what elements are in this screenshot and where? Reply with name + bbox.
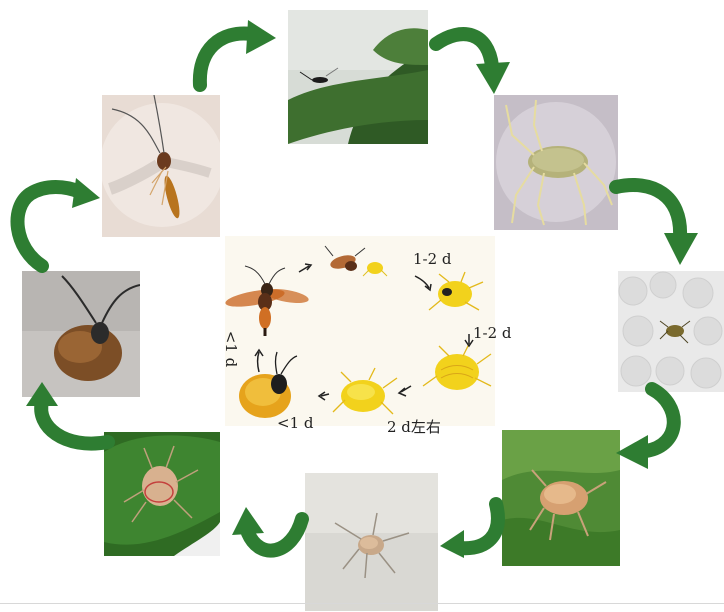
aphid-drawing-1-icon [429,272,483,310]
arrow-1-icon [190,20,280,90]
adult-wasp-drawing-icon [225,266,310,336]
stage-label-3: 2 d左右 [387,416,441,437]
stage-label-1: 1-2 d [413,250,452,268]
aphid-close-up-photo [494,95,618,230]
mummy-on-leaf-photo [104,432,220,556]
stage-label-4: <1 d [277,414,313,432]
arrow-3-icon [612,175,702,270]
mummy-emergence-drawing-icon [239,352,297,418]
arrow-8-icon [6,178,101,273]
swollen-aphid-on-leaf-photo [502,430,620,566]
wasp-on-leaf-photo [288,10,428,144]
adult-wasp-photo [102,95,220,237]
aphid-mummy-photo [305,473,438,611]
aphid-drawing-2-icon [423,344,491,390]
arrow-7-icon [24,382,114,457]
wasp-attacking-aphid-icon [325,246,387,276]
wasp-emerging-mummy-photo [22,271,140,397]
life-cycle-drawing: 1-2 d 1-2 d 2 d左右 <1 d <1 d [225,236,495,426]
arrow-5-icon [440,500,510,560]
aphid-drawing-3-icon [333,368,397,414]
arrow-2-icon [432,22,512,97]
arrow-6-icon [232,505,307,570]
stage-label-2: 1-2 d [473,324,512,342]
arrow-4-icon [612,385,692,475]
stage-label-5: <1 d [222,331,240,367]
parasitized-aphid-on-foam-photo [618,271,724,392]
bottom-divider [0,603,724,604]
